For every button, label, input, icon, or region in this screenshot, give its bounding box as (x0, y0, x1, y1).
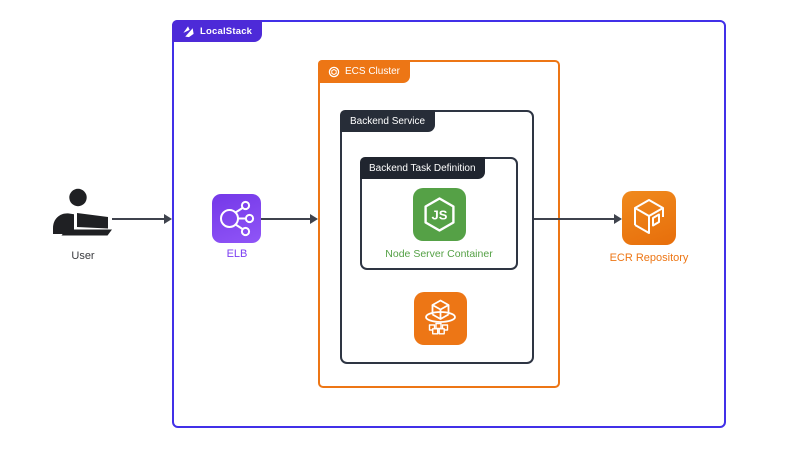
node-server-container-label: Node Server Container (385, 248, 493, 260)
backend-task-definition-tab: Backend Task Definition (360, 157, 485, 179)
user-label: User (71, 250, 95, 262)
ecs-cluster-label: ECS Cluster (345, 66, 401, 77)
nodejs-icon: JS (424, 197, 455, 232)
elb-node (212, 194, 261, 243)
ecs-cluster-tab: ECS Cluster (318, 60, 411, 83)
arrow-head-icon (310, 214, 318, 224)
elb-icon (220, 200, 255, 237)
ecs-service-node (414, 292, 467, 345)
arrow-head-icon (614, 214, 622, 224)
node-server-container-node: JS (413, 188, 466, 241)
ecs-cluster-box: ECS Cluster (318, 60, 560, 388)
ecs-cluster-icon (328, 66, 340, 77)
backend-service-tab: Backend Service (340, 110, 436, 132)
backend-task-definition-box: Backend Task Definition (360, 157, 518, 270)
ecs-service-icon (425, 299, 456, 335)
arrow-elb-to-ecs-cluster (261, 214, 318, 224)
localstack-logo-icon (183, 25, 194, 37)
ecr-repository-node (622, 191, 676, 245)
arrow-shaft (534, 218, 616, 220)
arrow-user-to-localstack (112, 214, 172, 224)
arrow-service-to-ecr (534, 214, 622, 224)
ecr-repository-label: ECR Repository (609, 252, 689, 264)
nodejs-js-letters: JS (432, 208, 448, 223)
arrow-head-icon (164, 214, 172, 224)
user-node (50, 188, 116, 240)
backend-service-label: Backend Service (350, 115, 426, 127)
arrow-shaft (112, 218, 166, 220)
localstack-box: LocalStack (172, 20, 726, 428)
ecr-repository-icon (634, 199, 664, 234)
localstack-label: LocalStack (200, 25, 253, 37)
backend-task-definition-label: Backend Task Definition (369, 162, 476, 174)
arrow-shaft (261, 218, 312, 220)
localstack-tab: LocalStack (172, 20, 263, 42)
backend-service-box: Backend Service (340, 110, 534, 364)
elb-label: ELB (226, 248, 248, 260)
user-icon (53, 188, 112, 236)
